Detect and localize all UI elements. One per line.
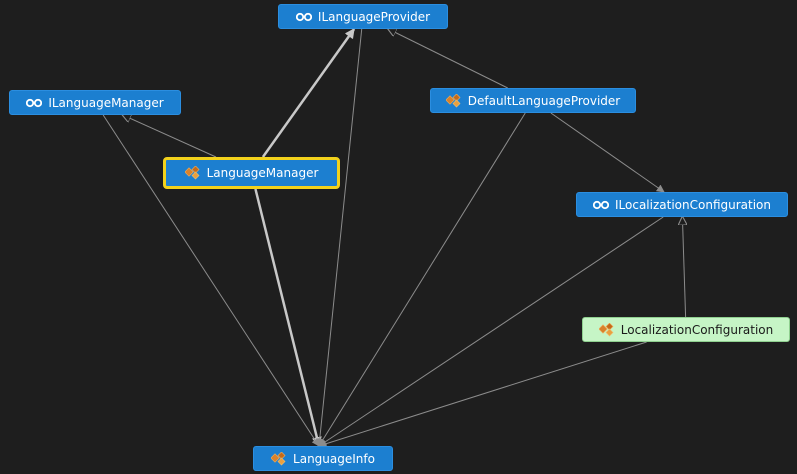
edge-languagemanager-to-ilanguageprovider [261, 28, 356, 158]
node-localizationconfiguration[interactable]: LocalizationConfiguration [582, 317, 790, 342]
edge-localizationconfiguration-to-ilocalizationconfiguration [682, 217, 685, 318]
class-icon [598, 322, 615, 336]
edge-ilocalizationconfiguration-to-languageinfo [318, 216, 664, 447]
node-ilanguageprovider[interactable]: ILanguageProvider [278, 4, 448, 29]
node-label: LanguageInfo [293, 451, 375, 466]
node-label: ILanguageProvider [317, 9, 431, 24]
class-icon [271, 451, 287, 465]
node-label: LocalizationConfiguration [620, 322, 774, 337]
node-languagemanager[interactable]: LanguageManager [163, 157, 340, 189]
node-label: ILocalizationConfiguration [615, 197, 771, 212]
node-ilanguagemanager[interactable]: ILanguageManager [9, 90, 181, 115]
edge-languagemanager-to-languageinfo [254, 188, 322, 447]
node-defaultlanguageprovider[interactable]: DefaultLanguageProvider [430, 88, 636, 113]
interface-icon [593, 199, 609, 211]
edge-localizationconfiguration-to-languageinfo [318, 341, 647, 448]
node-label: DefaultLanguageProvider [467, 93, 621, 108]
class-icon [445, 93, 462, 107]
edge-ilanguagemanager-to-languageinfo [102, 114, 320, 447]
edge-defaultlanguageprovider-to-languageinfo [318, 112, 526, 447]
edge-defaultlanguageprovider-to-ilocalizationconfiguration [550, 112, 665, 193]
edge-languagemanager-to-ilanguagemanager [123, 115, 217, 158]
node-languageinfo[interactable]: LanguageInfo [253, 446, 393, 471]
interface-icon [295, 11, 312, 23]
node-label: ILanguageManager [48, 95, 164, 110]
node-ilocalizationconfiguration[interactable]: ILocalizationConfiguration [576, 192, 788, 217]
class-icon [184, 166, 201, 180]
node-label: LanguageManager [206, 166, 319, 180]
edge-defaultlanguageprovider-to-ilanguageprovider [388, 29, 508, 89]
edge-ilanguageprovider-to-languageinfo [315, 28, 363, 447]
interface-icon [26, 97, 43, 109]
